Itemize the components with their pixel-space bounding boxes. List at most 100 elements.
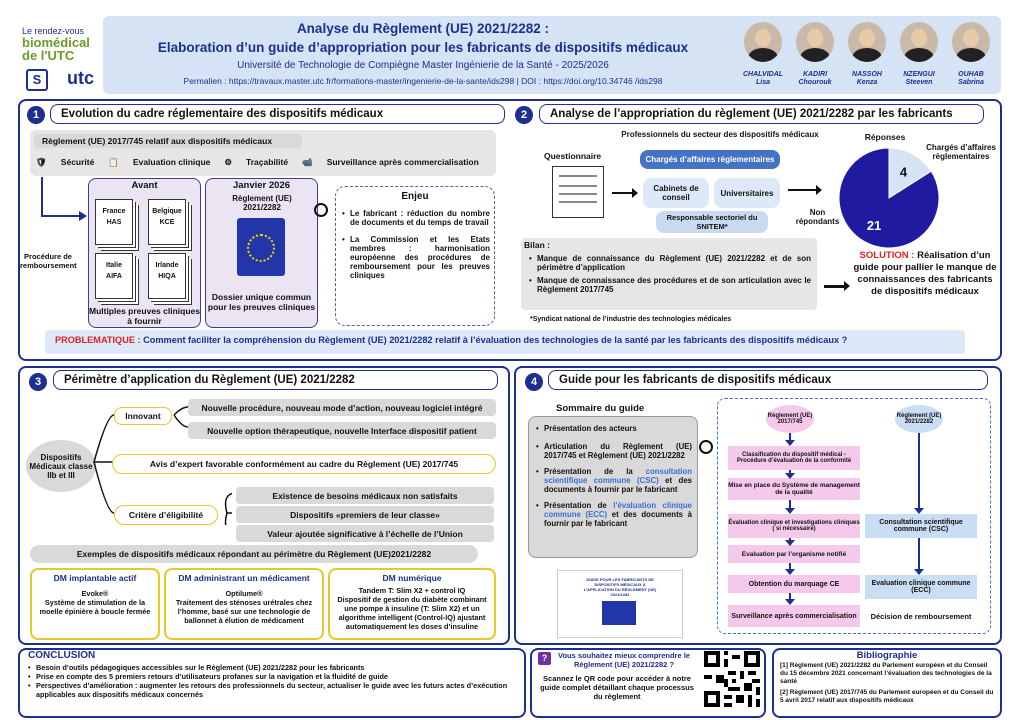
- enjeu-title: Enjeu: [401, 191, 429, 202]
- author-first: Sabrina: [958, 79, 984, 86]
- author-first: Steeven: [905, 79, 933, 86]
- author-last: OUHAB: [958, 71, 984, 78]
- biblio-ref: [1] Règlement (UE) 2021/2282 du Parlemen…: [780, 662, 992, 685]
- magnifier-icon: [314, 203, 328, 217]
- example-card: DM implantable actif Evoke® Système de s…: [30, 568, 160, 640]
- author-last: NZENGUI: [903, 71, 935, 78]
- example-title: DM numérique: [382, 573, 442, 583]
- bilan-box: [521, 238, 817, 310]
- example-name: Evoke®: [81, 589, 109, 598]
- author-last: NASSOH: [852, 71, 882, 78]
- janvier-title: Janvier 2026: [232, 180, 291, 191]
- logo: Le rendez-vous biomédical de l'UTC utc S: [22, 26, 112, 96]
- innov-item: Nouvelle option thérapeutique, nouvelle …: [188, 422, 496, 439]
- arrow-icon: [824, 281, 850, 291]
- doc-agency: HAS: [106, 219, 122, 226]
- doc-country: Irlande: [155, 262, 179, 269]
- exemples-bar: Exemples de dispositifs médicaux réponda…: [30, 545, 478, 563]
- doc-country: Belgique: [152, 208, 182, 215]
- flow-step: Évaluation clinique et investigations cl…: [728, 514, 860, 538]
- clipboard-icon: 📋: [108, 156, 119, 167]
- flow-arrow: [785, 500, 795, 514]
- problematique-bar: PROBLEMATIQUE : Comment faciliter la com…: [45, 330, 965, 354]
- doc-country: Italie: [106, 262, 122, 269]
- innov-item: Nouvelle procédure, nouveau mode d’actio…: [188, 399, 496, 416]
- pillars: 🛡Sécurité 📋Evaluation clinique ⚙Traçabil…: [36, 154, 496, 170]
- tracking-icon: ⚙: [224, 156, 233, 167]
- permalink[interactable]: Permalien : https://travaux.master.utc.f…: [183, 76, 663, 86]
- conclusion-list: Besoin d’outils pédagogiques accessibles…: [28, 663, 518, 699]
- flow-step: Evaluation clinique commune (ECC): [865, 575, 977, 599]
- group-univ: Universitaires: [714, 178, 780, 208]
- flow-step: Surveillance après commercialisation: [728, 605, 860, 627]
- procedure-connector: [41, 215, 81, 217]
- utc-logo: utc: [67, 68, 94, 88]
- biblio-title: Bibliographie: [856, 650, 918, 661]
- arrow-right-icon: [79, 211, 87, 221]
- pie-value-label: 4: [900, 165, 908, 180]
- avatar: [952, 22, 990, 62]
- sommaire-item: Présentation de la consultation scientif…: [536, 467, 692, 494]
- enjeu-item: Le fabricant : réduction du nombre de do…: [342, 209, 490, 227]
- author-first: Chourouk: [798, 79, 832, 86]
- example-card: DM numérique Tandem T: Slim X2 + control…: [328, 568, 496, 640]
- solution-key: SOLUTION :: [859, 250, 915, 261]
- avatar: [848, 22, 886, 62]
- pie-slice: [888, 147, 932, 199]
- regulation-2017-label: Règlement (UE) 2017/745 relatif aux disp…: [34, 134, 302, 148]
- arrow-icon: [612, 188, 638, 198]
- sommaire-item: Présentation de l’évaluation clinique co…: [536, 501, 692, 528]
- example-desc: Dispositif de gestion du diabète combina…: [337, 595, 487, 631]
- section-title: Analyse de l’appropriation du règlement …: [539, 104, 984, 124]
- pillar-label: Evaluation clinique: [132, 157, 211, 167]
- group-cabinets: Cabinets de conseil: [643, 178, 709, 208]
- qr-question: Vous souhaitez mieux comprendre le Règle…: [558, 651, 690, 669]
- avatar: [796, 22, 834, 62]
- avatar: [744, 22, 782, 62]
- flow-step: Classification du dispositif médical - P…: [728, 446, 860, 470]
- flow-step: Obtention du marquage CE: [728, 575, 860, 593]
- flow-step: Décision de remboursement: [865, 606, 977, 626]
- utc-emblem: S: [26, 69, 48, 91]
- university: Université de Technologie de Compiègne M…: [237, 60, 609, 71]
- sommaire-item: Présentation des acteurs: [536, 424, 692, 433]
- avant-title: Avant: [131, 180, 158, 191]
- pillar-label: Surveillance après commercialisation: [326, 157, 479, 167]
- solution-body: Réalisation d’un guide pour pallier le m…: [853, 250, 997, 297]
- author-first: Lisa: [755, 79, 770, 86]
- crit-item: Valeur ajoutée significative à l’échelle…: [236, 525, 494, 542]
- doc-agency: KCE: [159, 219, 175, 226]
- doc-agency: HIQA: [158, 273, 176, 280]
- example-desc: Système de stimulation de la moelle épin…: [39, 598, 151, 616]
- enjeu-box: [335, 186, 495, 326]
- responses-pie: 4 21: [838, 147, 940, 249]
- dossier-caption: Dossier unique commun pour les preuves c…: [207, 292, 316, 312]
- questionnaire-icon: [552, 166, 604, 218]
- flow-start-745: Règlement (UE) 2017/745: [766, 405, 814, 433]
- section-title: Guide pour les fabricants de dispositifs…: [548, 370, 988, 390]
- avis-node: Avis d’expert favorable conformément au …: [112, 454, 496, 474]
- crit-item: Existence de besoins médicaux non satisf…: [236, 487, 494, 504]
- footnote: *Syndicat national de l’industrie des te…: [530, 316, 732, 323]
- questionnaire-label: Questionnaire: [544, 151, 602, 161]
- reponses-label: Réponses: [864, 132, 906, 142]
- author-first: Kenza: [856, 79, 878, 86]
- doc-agency: AIFA: [106, 273, 122, 280]
- author-last: KADIRI: [802, 71, 828, 78]
- flow-step: Consultation scientifique commune (CSC): [865, 514, 977, 538]
- bilan-item: Manque de connaissance du Règlement (UE)…: [529, 254, 811, 272]
- sommaire-list: Présentation des acteurs Articulation du…: [536, 424, 692, 528]
- flow-start-2282: Règlement (UE) 2021/2282: [895, 405, 943, 433]
- conclusion-item: Besoin d’outils pédagogiques accessibles…: [28, 663, 518, 672]
- section-number: 4: [525, 373, 543, 391]
- logo-line2: biomédical: [22, 35, 90, 50]
- bilan-label: Bilan :: [524, 240, 550, 250]
- title-line2: Elaboration d’un guide d’appropriation p…: [157, 40, 689, 55]
- crit-item: Dispositifs «premiers de leur classe»: [236, 506, 494, 523]
- biblio-ref: [2] Règlement (UE) 2017/745 du Parlement…: [780, 689, 994, 704]
- qr-code[interactable]: [704, 651, 760, 707]
- pie-value-label: 21: [867, 218, 881, 233]
